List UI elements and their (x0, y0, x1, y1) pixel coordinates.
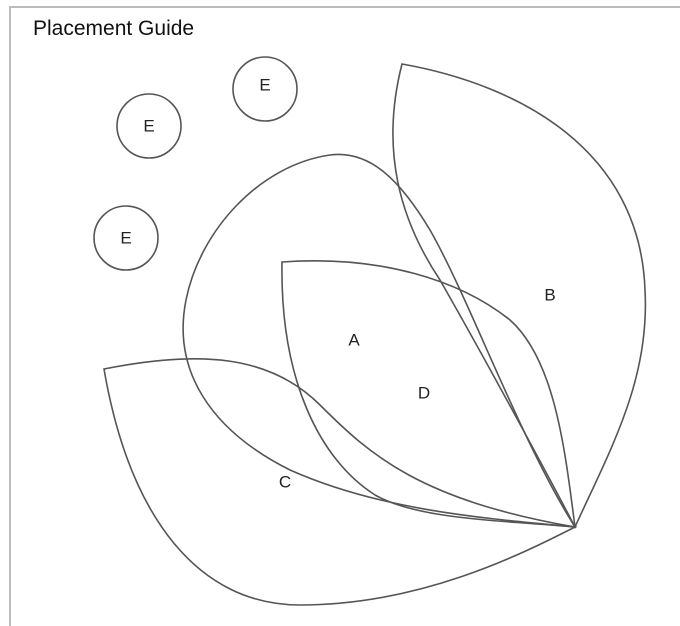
label-b: B (544, 285, 555, 304)
label-a: A (348, 330, 360, 349)
label-e-bottom: E (120, 228, 131, 247)
page-title: Placement Guide (33, 17, 195, 40)
label-e-middle: E (143, 116, 154, 135)
label-c: C (279, 472, 291, 491)
shape-a (182, 153, 577, 528)
shape-b (392, 63, 647, 529)
shape-c (103, 358, 578, 606)
circle-e-middle (116, 93, 182, 159)
circle-e-bottom (93, 205, 159, 271)
circle-e-top (232, 56, 298, 122)
label-e-top: E (259, 75, 270, 94)
frame-border (9, 6, 680, 626)
label-d: D (418, 383, 430, 402)
